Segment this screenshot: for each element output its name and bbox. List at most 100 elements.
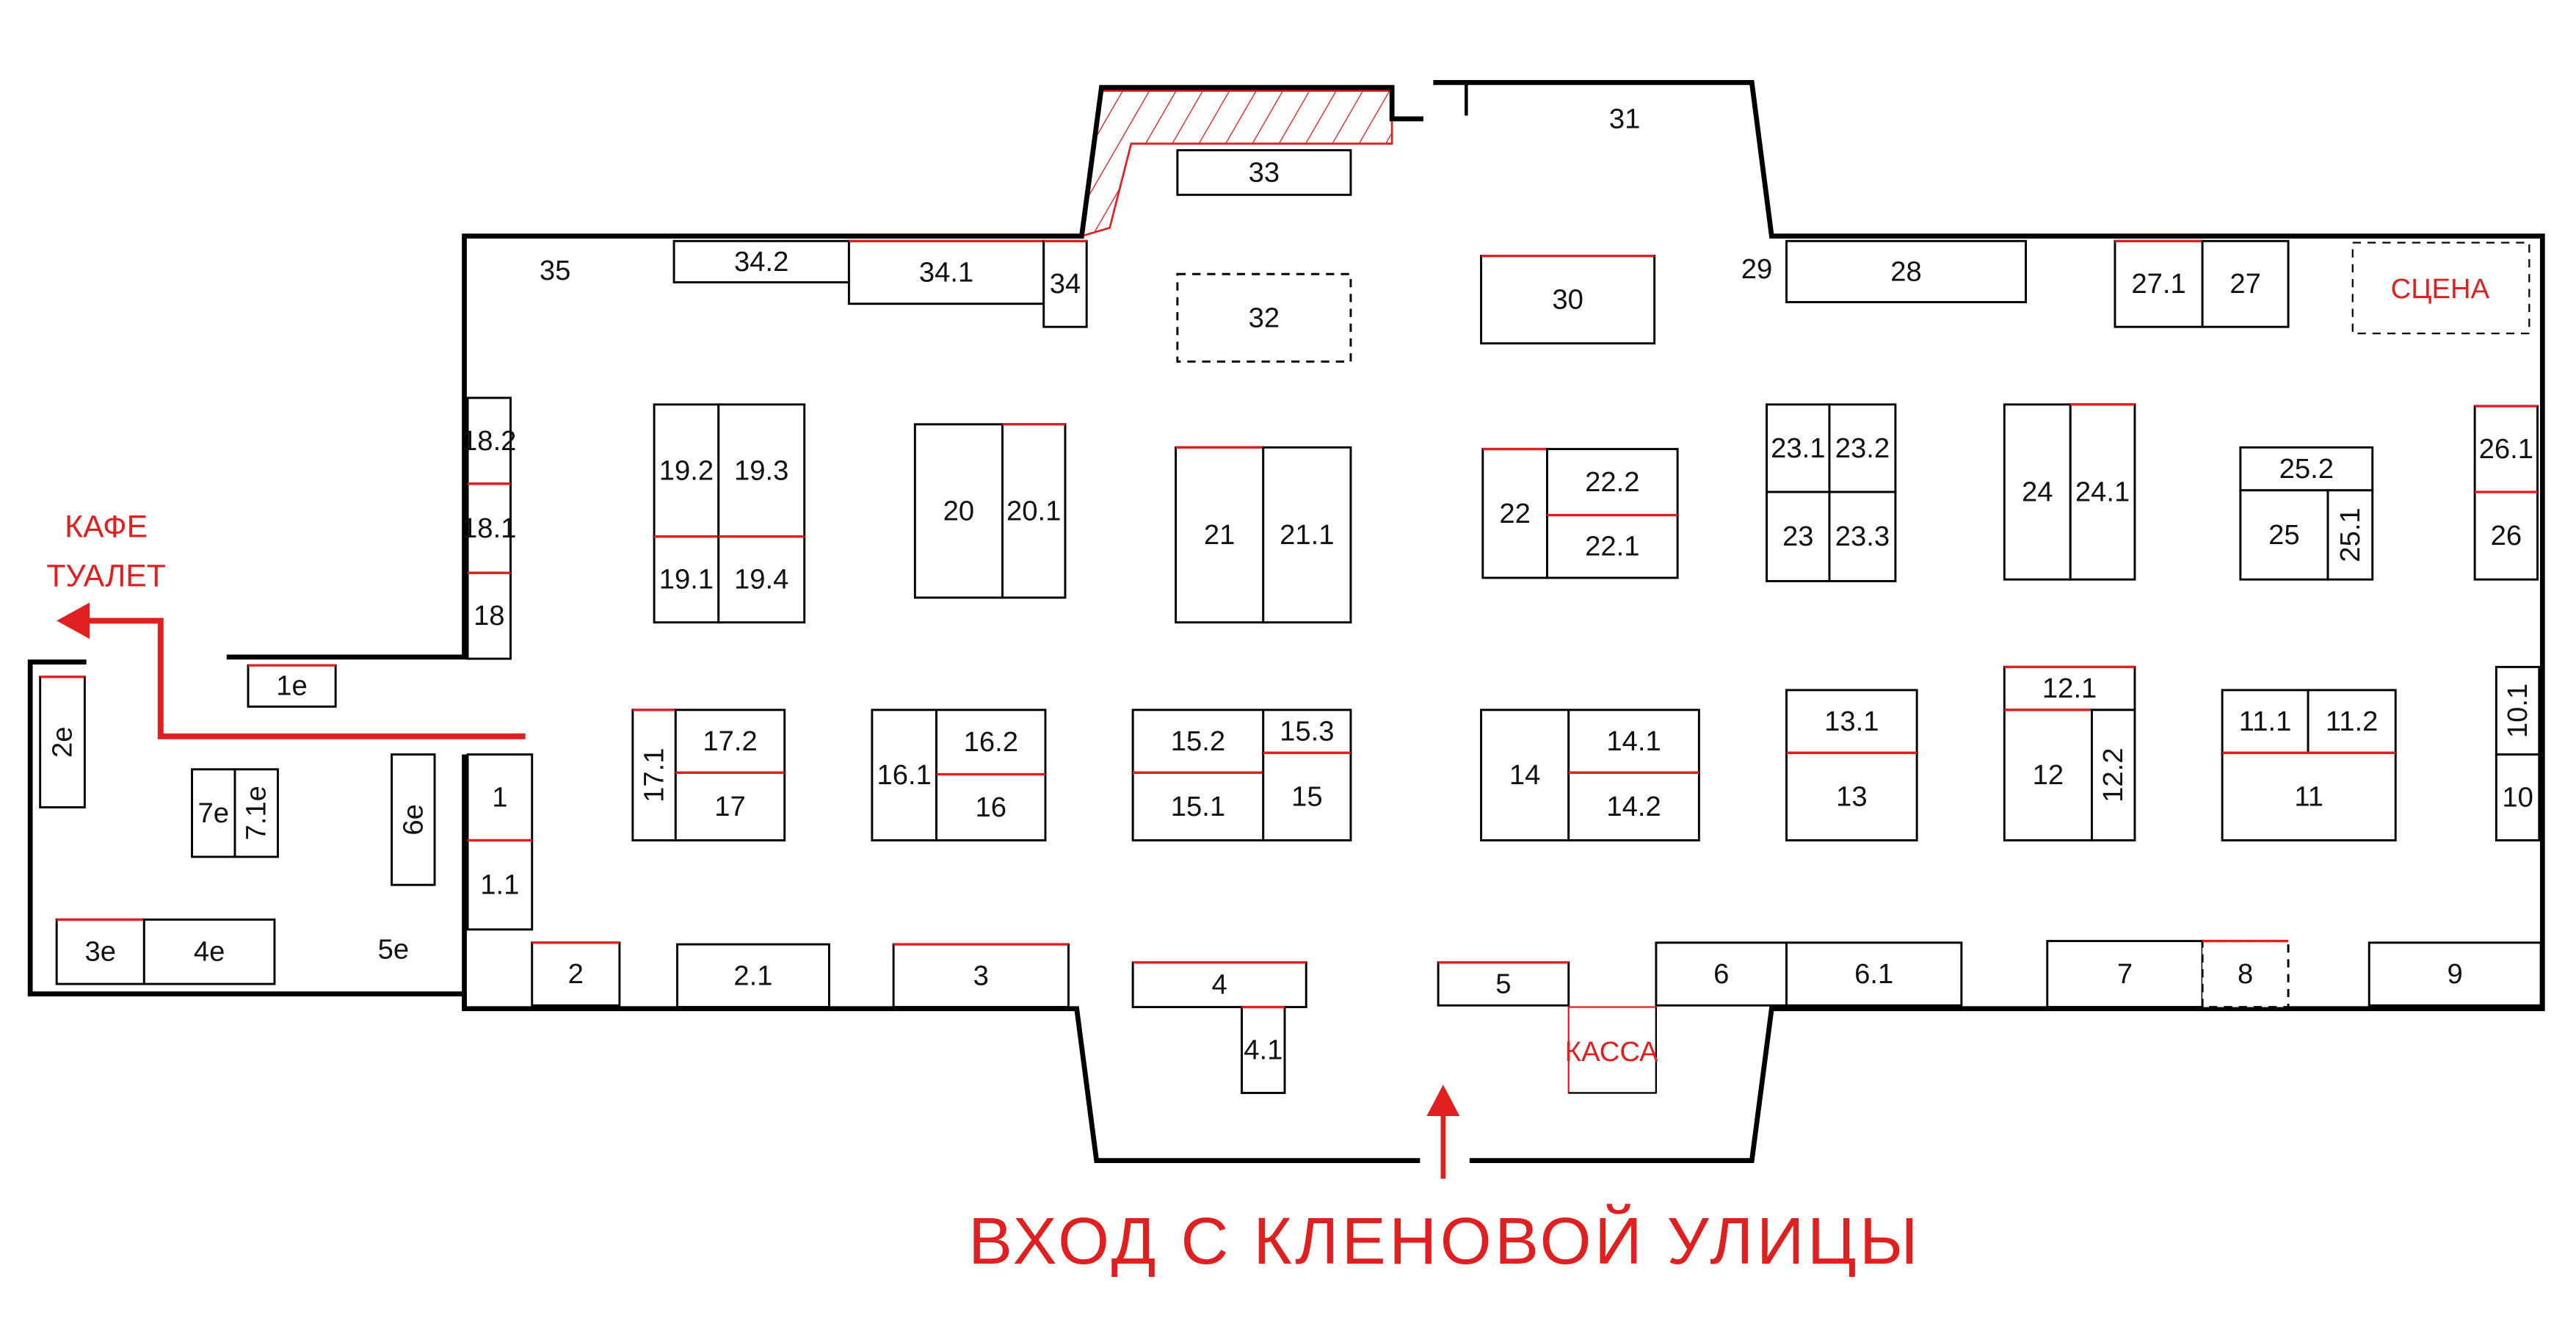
booth[interactable]: 19.4 <box>717 535 806 624</box>
booth[interactable]: 4.1 <box>1241 1005 1286 1094</box>
booth[interactable]: 19.2 <box>653 403 720 538</box>
booth-outline <box>935 773 1047 841</box>
booth[interactable]: 15.3 <box>1262 709 1352 754</box>
booth[interactable]: 27.1 <box>2114 239 2204 328</box>
booth-outline <box>2495 665 2541 756</box>
booth[interactable]: 25.1 <box>2326 489 2374 581</box>
booth[interactable]: 34.2 <box>672 239 850 283</box>
booth[interactable]: 10.1 <box>2495 665 2541 756</box>
booth-number: 20 <box>943 495 975 526</box>
booth[interactable]: 17 <box>674 771 786 841</box>
booth[interactable]: 32 <box>1176 272 1352 363</box>
booth[interactable]: 8 <box>2201 939 2290 1009</box>
booth[interactable]: 24.1 <box>2069 403 2136 581</box>
stage-label: СЦЕНА <box>2391 273 2490 305</box>
booth[interactable]: 23.1 <box>1766 403 1831 493</box>
booth[interactable]: 27 <box>2201 239 2290 328</box>
booth[interactable]: 12.2 <box>2091 709 2136 841</box>
booth[interactable]: 1.1 <box>466 839 534 931</box>
booth[interactable]: 12.1 <box>2003 665 2136 711</box>
booth[interactable]: 20.1 <box>1001 423 1067 599</box>
booth-outline <box>1828 403 1897 493</box>
booth[interactable]: 24 <box>2003 403 2072 581</box>
booth-number: 23.2 <box>1835 432 1890 464</box>
booth[interactable]: 10 <box>2495 753 2541 841</box>
booth[interactable]: 2.1 <box>676 943 830 1009</box>
booth-outline <box>935 709 1047 775</box>
booth-number: 6е <box>397 804 429 836</box>
booth[interactable]: 22.1 <box>1546 513 1679 579</box>
booth[interactable]: 15 <box>1262 751 1352 841</box>
booth[interactable]: 13.1 <box>1785 689 1918 754</box>
booth[interactable]: 14.1 <box>1567 709 1700 774</box>
booth[interactable]: 17.1 <box>631 709 677 841</box>
booth[interactable]: 23.2 <box>1828 403 1897 493</box>
booth[interactable]: 22.2 <box>1546 448 1679 516</box>
booth[interactable]: 2е <box>39 676 86 808</box>
booth-outline <box>1785 689 1918 754</box>
booth-outline <box>233 768 279 858</box>
booth[interactable]: 19.1 <box>653 535 720 624</box>
booth[interactable]: 5 <box>1437 961 1570 1007</box>
area-29: 29 <box>1741 253 1773 285</box>
booth[interactable]: 13 <box>1785 751 1918 841</box>
booth[interactable]: 14 <box>1480 709 1570 841</box>
booth[interactable]: 34.1 <box>847 239 1045 305</box>
booth[interactable]: 6 <box>1655 941 1788 1007</box>
booth[interactable]: 6.1 <box>1785 941 1963 1007</box>
booth[interactable]: 25 <box>2239 489 2329 581</box>
booth[interactable]: 11 <box>2221 751 2397 841</box>
booth-number: 15 <box>1291 781 1323 812</box>
booth-number: 15.2 <box>1171 725 1225 757</box>
booth[interactable]: 17.2 <box>674 709 786 774</box>
booth[interactable]: 33 <box>1176 149 1352 196</box>
booth[interactable]: 7 <box>2046 940 2204 1009</box>
booth[interactable]: 23 <box>1766 490 1831 582</box>
booth[interactable]: 12 <box>2003 709 2093 841</box>
booth-number: 11 <box>2294 781 2323 812</box>
booth[interactable]: 26 <box>2473 490 2539 581</box>
booth[interactable]: 3 <box>892 943 1070 1009</box>
booth[interactable]: 2 <box>531 941 621 1007</box>
booth[interactable]: 21 <box>1175 446 1265 624</box>
booth[interactable]: 7.1е <box>233 768 279 858</box>
booth[interactable]: 26.1 <box>2473 405 2539 493</box>
area-31: 31 <box>1609 103 1641 134</box>
booth[interactable]: 28 <box>1785 239 2028 303</box>
booth[interactable]: 30 <box>1480 254 1656 345</box>
booth[interactable]: 21.1 <box>1262 446 1352 624</box>
booth[interactable]: 11.1 <box>2221 689 2310 754</box>
booth[interactable]: 7е <box>191 768 236 858</box>
booth[interactable]: 15.1 <box>1131 771 1265 841</box>
booth[interactable]: 11.2 <box>2307 689 2397 754</box>
booth[interactable]: 16 <box>935 772 1047 841</box>
booth[interactable]: 20 <box>913 423 1004 599</box>
booth-number: 22.2 <box>1585 466 1639 498</box>
booth[interactable]: 1е <box>247 664 337 708</box>
booth[interactable]: 3е <box>55 918 145 985</box>
booth[interactable]: 23.3 <box>1828 490 1897 582</box>
booth[interactable]: 9 <box>2368 941 2542 1007</box>
booth[interactable]: 18 <box>466 571 512 660</box>
booth[interactable]: 6е <box>391 753 436 886</box>
booth-outline <box>892 943 1070 1009</box>
booth-outline <box>2003 665 2136 711</box>
booth[interactable]: 4 <box>1131 961 1307 1009</box>
booth[interactable]: 18.1 <box>462 482 516 574</box>
booth[interactable]: 1 <box>466 753 534 841</box>
booth-outline <box>847 239 1045 305</box>
booth[interactable]: 14.2 <box>1567 771 1700 841</box>
booth[interactable]: 25.2 <box>2239 446 2374 492</box>
booth[interactable]: 18.2 <box>462 396 516 485</box>
cashier-label: КАССА <box>1565 1036 1658 1068</box>
booth[interactable]: 16.2 <box>935 709 1047 775</box>
booth[interactable]: 15.2 <box>1131 709 1265 774</box>
booth[interactable]: 16.1 <box>871 709 938 841</box>
booth[interactable]: 4е <box>142 918 276 985</box>
booth-outline <box>913 423 1004 599</box>
booth[interactable]: 34 <box>1042 239 1088 328</box>
booth-number: 3е <box>84 936 116 968</box>
booth[interactable]: 19.3 <box>717 403 806 538</box>
booth-number: 25 <box>2268 519 2300 551</box>
booth[interactable]: 22 <box>1481 447 1548 579</box>
